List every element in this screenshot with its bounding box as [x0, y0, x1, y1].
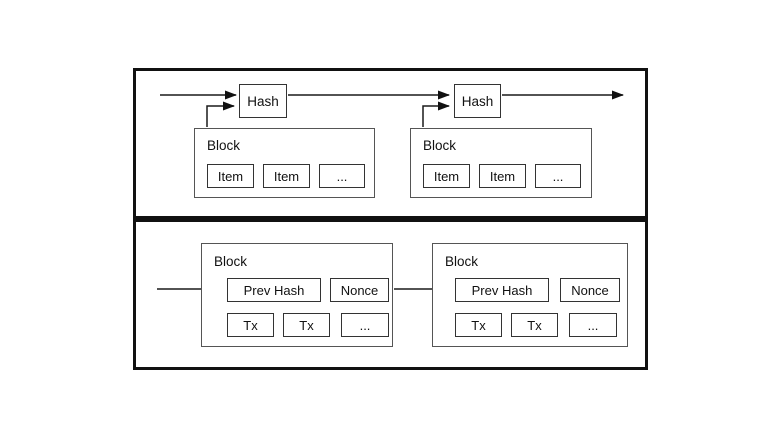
hash-box-1: Hash — [239, 84, 287, 118]
hash-box-2: Hash — [454, 84, 501, 118]
ellipsis-label: ... — [587, 317, 599, 333]
nonce-label: Nonce — [340, 282, 379, 298]
bottom-block-1-prev-hash: Prev Hash — [227, 278, 321, 302]
bottom-block-2-prev-hash: Prev Hash — [455, 278, 549, 302]
bottom-block-1-label: Block — [214, 254, 248, 269]
bottom-block-1: Block Prev Hash Nonce Tx Tx ... — [201, 243, 393, 347]
bottom-block-1-tx-2: Tx — [283, 313, 330, 337]
bottom-block-2-tx-1: Tx — [455, 313, 502, 337]
bottom-block-2: Block Prev Hash Nonce Tx Tx ... — [432, 243, 628, 347]
bottom-block-2-label: Block — [445, 254, 479, 269]
item-label: Item — [217, 168, 244, 184]
item-label: Item — [489, 168, 516, 184]
tx-label: Tx — [299, 317, 314, 333]
top-block-1-item-2: Item — [263, 164, 310, 188]
top-block-1-item-1: Item — [207, 164, 254, 188]
top-block-1-label: Block — [207, 138, 241, 153]
bottom-block-1-tx-ellipsis: ... — [341, 313, 389, 337]
bottom-block-2-nonce: Nonce — [560, 278, 620, 302]
item-label: Item — [273, 168, 300, 184]
prev-hash-label: Prev Hash — [471, 282, 533, 298]
ellipsis-label: ... — [552, 168, 564, 184]
top-block-2-item-1: Item — [423, 164, 470, 188]
hash-box-1-label: Hash — [247, 93, 279, 109]
bottom-block-2-tx-ellipsis: ... — [569, 313, 617, 337]
top-block-2-item-2: Item — [479, 164, 526, 188]
ellipsis-label: ... — [336, 168, 348, 184]
bottom-block-1-nonce: Nonce — [330, 278, 389, 302]
top-block-2-item-ellipsis: ... — [535, 164, 581, 188]
top-block-2-label: Block — [423, 138, 457, 153]
ellipsis-label: ... — [359, 317, 371, 333]
bottom-block-2-tx-2: Tx — [511, 313, 558, 337]
bottom-block-1-tx-1: Tx — [227, 313, 274, 337]
nonce-label: Nonce — [571, 282, 609, 298]
top-block-1: Block Item Item ... — [194, 128, 375, 198]
tx-label: Tx — [471, 317, 486, 333]
hash-box-2-label: Hash — [461, 93, 494, 109]
tx-label: Tx — [527, 317, 542, 333]
item-label: Item — [433, 168, 460, 184]
top-panel-hash-chain — [133, 68, 648, 219]
bottom-panel-block-chain — [133, 219, 648, 370]
prev-hash-label: Prev Hash — [243, 282, 305, 298]
top-block-2: Block Item Item ... — [410, 128, 592, 198]
top-block-1-item-ellipsis: ... — [319, 164, 365, 188]
tx-label: Tx — [243, 317, 258, 333]
